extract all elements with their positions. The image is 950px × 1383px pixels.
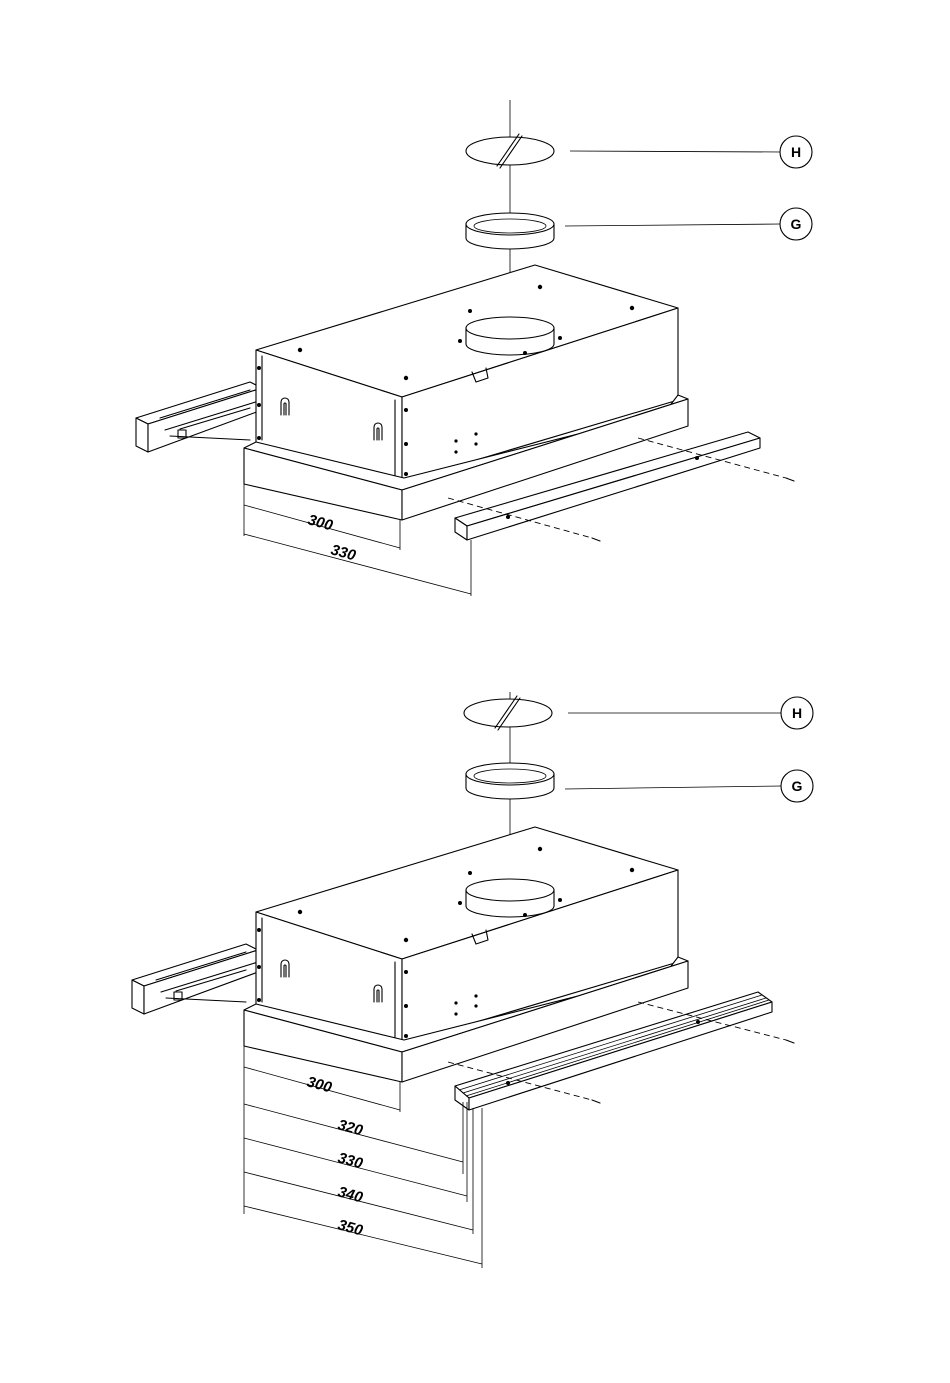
svg-text:H: H (791, 144, 801, 160)
dimension-label: 330 (336, 1149, 365, 1172)
callout-g: G (780, 208, 812, 240)
damper-disc-h (466, 134, 554, 168)
svg-text:G: G (791, 216, 802, 232)
screw (592, 1100, 600, 1103)
dimension-label: 330 (329, 541, 358, 564)
callout-g: G (781, 770, 813, 802)
svg-text:G: G (792, 778, 803, 794)
screw (786, 478, 794, 481)
dimension-label: 320 (336, 1116, 365, 1139)
screw (786, 1040, 794, 1043)
svg-text:H: H (792, 705, 802, 721)
slide-rail (136, 382, 262, 452)
screw (592, 538, 600, 541)
dimension-label: 300 (306, 511, 335, 534)
assembly-bottom: H G (132, 692, 813, 1268)
callout-h: H (780, 136, 812, 168)
callout-line-g (565, 786, 782, 789)
collar-ring-g (466, 213, 554, 249)
collar-ring-g (466, 763, 554, 799)
callout-line-g (565, 224, 781, 226)
callout-line-h (570, 151, 781, 152)
callout-h: H (781, 697, 813, 729)
dimension-label: 350 (336, 1216, 365, 1239)
damper-disc-h (464, 696, 552, 730)
dimension-label: 300 (305, 1073, 334, 1096)
slide-rail (132, 944, 258, 1014)
assembly-top: H G (136, 100, 812, 596)
dimension-label: 340 (336, 1183, 365, 1206)
